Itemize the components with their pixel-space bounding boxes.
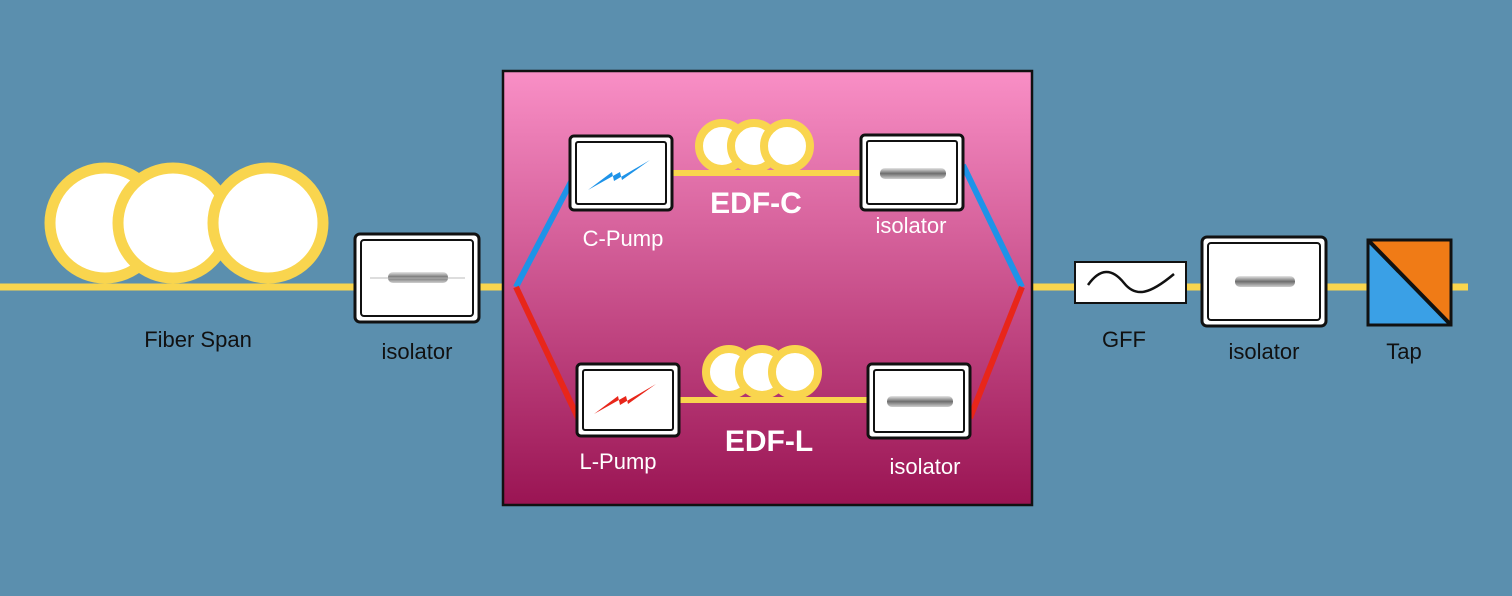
lightning-icon [588,160,650,190]
isolator-in-label: isolator [382,339,453,364]
isolator-l-label: isolator [890,454,961,479]
edf-l-coil [679,345,872,403]
c-pump-label: C-Pump [583,226,664,251]
l-band-branch [513,285,1025,420]
c-band-branch [513,163,1025,289]
fiber-span-label: Fiber Span [144,327,252,352]
output-isolator [1200,235,1328,328]
input-isolator [353,232,481,324]
wave-icon [1086,270,1175,294]
l-pump-label: L-Pump [579,449,656,474]
c-pump-box [568,134,674,212]
gff-filter [1074,261,1187,304]
isolator-out-label: isolator [1229,339,1300,364]
isolator-c [859,133,965,212]
edf-c-label: EDF-C [710,187,802,220]
edf-l-label: EDF-L [725,425,813,458]
gff-label: GFF [1102,327,1146,352]
isolator-l [866,362,972,440]
tap-label: Tap [1386,339,1421,364]
edf-c-coil [672,119,866,176]
lightning-icon [594,384,656,414]
l-pump-box [575,362,681,438]
fiber-span-coil [44,162,329,284]
tap-coupler [1366,238,1453,327]
isolator-c-label: isolator [876,213,947,238]
